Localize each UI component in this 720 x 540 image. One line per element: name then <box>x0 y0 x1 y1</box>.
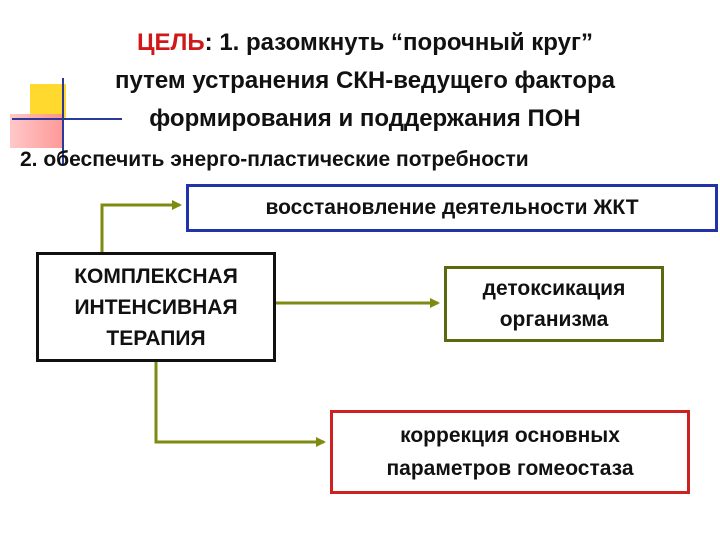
homeostasis-line-2: параметров гомеостаза <box>386 457 634 480</box>
arrow-to-homeostasis <box>154 362 326 447</box>
complex-therapy-box: КОМПЛЕКСНАЯ ИНТЕНСИВНАЯ ТЕРАПИЯ <box>36 252 276 362</box>
detox-line-2: организма <box>499 308 609 331</box>
main-box-line-3: ТЕРАПИЯ <box>106 326 206 350</box>
main-box-line-2: ИНТЕНСИВНАЯ <box>74 295 238 319</box>
title-line-2: путем устранения СКН-ведущего фактора <box>114 67 615 94</box>
title-line-1-text: : 1. разомкнуть “порочный круг” <box>204 29 593 56</box>
decor-vertical-line <box>62 78 64 164</box>
title-line-3: формирования и поддержания ПОН <box>149 105 581 132</box>
main-box-line-1: КОМПЛЕКСНАЯ <box>74 264 238 288</box>
title-line-1: ЦЕЛЬ: 1. разомкнуть “порочный круг” <box>20 24 710 61</box>
detoxification-box: детоксикация организма <box>444 266 664 342</box>
gi-tract-text: восстановление деятельности ЖКТ <box>265 196 639 219</box>
homeostasis-correction-box: коррекция основных параметров гомеостаза <box>330 410 690 494</box>
title-goal-label: ЦЕЛЬ <box>137 29 205 56</box>
homeostasis-line-1: коррекция основных <box>400 424 620 447</box>
subtitle-goal-2: 2. обеспечить энерго-пластические потреб… <box>20 148 529 171</box>
detox-line-1: детоксикация <box>482 277 626 300</box>
arrow-to-git <box>100 200 182 252</box>
decor-horizontal-line <box>12 118 122 120</box>
gi-tract-restoration-box: восстановление деятельности ЖКТ <box>186 184 718 232</box>
